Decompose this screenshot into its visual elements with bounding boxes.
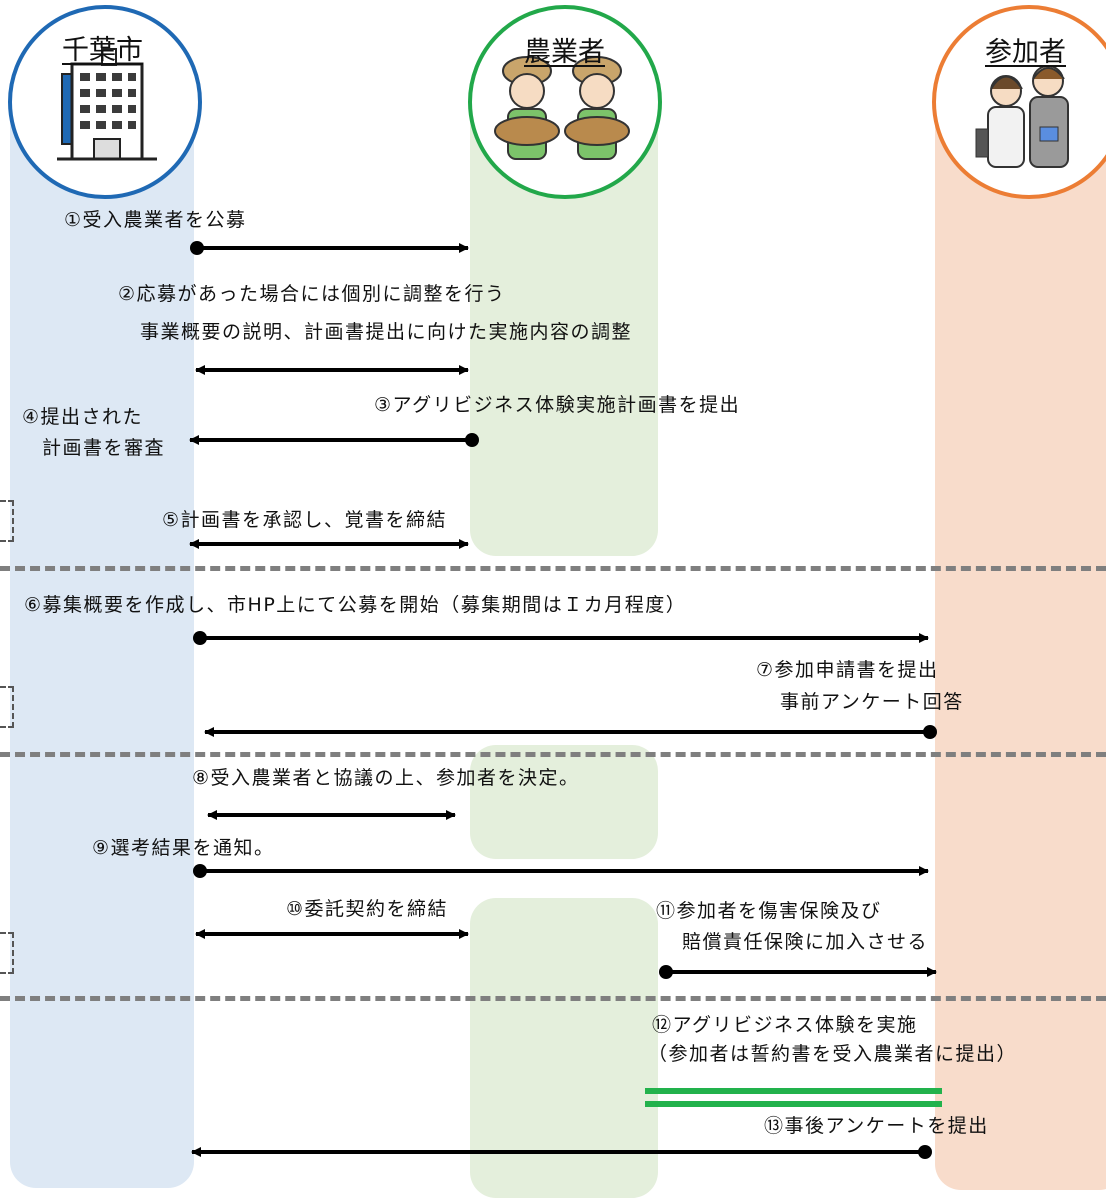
- step4-label-line2: 計画書を審査: [42, 437, 166, 459]
- step6-label: ⑥募集概要を作成し、市HP上にて公募を開始（募集期間はＩカ月程度）: [24, 594, 687, 616]
- step1-label: ①受入農業者を公募: [64, 209, 247, 231]
- step11-label-line2: 賠償責任保険に加入させる: [682, 931, 929, 953]
- arrow-step7: [204, 725, 937, 739]
- phase-marker: [0, 932, 14, 974]
- participants-icon: [975, 65, 1069, 168]
- arrow-step13: [191, 1145, 932, 1159]
- farmer-circle: [468, 5, 662, 199]
- step7-label-line1: ⑦参加申請書を提出: [756, 659, 939, 681]
- farmer-lane-phase4: [470, 898, 658, 1198]
- arrow-step1: [190, 241, 469, 255]
- arrow-step11: [659, 965, 937, 979]
- step7-label-line2: 事前アンケート回答: [780, 691, 964, 713]
- phase-marker: [0, 686, 14, 728]
- participant-title: 参加者: [985, 37, 1066, 68]
- step10-label: ⑩委託契約を締結: [286, 898, 449, 920]
- step3-label: ③アグリビジネス体験実施計画書を提出: [374, 394, 741, 416]
- experience-bar: [645, 1088, 942, 1107]
- step9-label: ⑨選考結果を通知。: [92, 837, 275, 859]
- city-circle: [8, 5, 202, 199]
- phase-divider: [0, 752, 1106, 757]
- step2-label: ②応募があった場合には個別に調整を行う: [118, 283, 506, 305]
- farmer-lane-phase3: [470, 745, 658, 859]
- step11-label-line1: ⑪参加者を傷害保険及び: [656, 900, 882, 922]
- step13-label: ⑬事後アンケートを提出: [764, 1115, 989, 1137]
- farmer-title: 農業者: [524, 37, 605, 68]
- step4-label-line1: ④提出された: [22, 406, 144, 428]
- farmers-icon: [494, 56, 630, 160]
- participant-lane: [935, 100, 1106, 1190]
- phase-divider: [0, 566, 1106, 571]
- arrow-step4: [189, 433, 479, 447]
- step5-label: ⑤計画書を承認し、覚書を締結: [162, 509, 448, 531]
- city-hall-icon: [57, 48, 157, 161]
- step8-label: ⑧受入農業者と協議の上、参加者を決定。: [192, 767, 580, 789]
- step2-detail: 事業概要の説明、計画書提出に向けた実施内容の調整: [140, 321, 633, 343]
- step12-label-line1: ⑫アグリビジネス体験を実施: [652, 1014, 918, 1036]
- participant-circle: [932, 5, 1106, 199]
- arrow-step9: [193, 864, 929, 878]
- city-title: 千葉市: [62, 35, 143, 66]
- phase-divider: [0, 996, 1106, 1001]
- arrow-step6: [193, 631, 929, 645]
- city-lane: [10, 88, 194, 1188]
- step12-label-line2: （参加者は誓約書を受入農業者に提出）: [648, 1043, 1018, 1065]
- phase-marker: [0, 500, 14, 542]
